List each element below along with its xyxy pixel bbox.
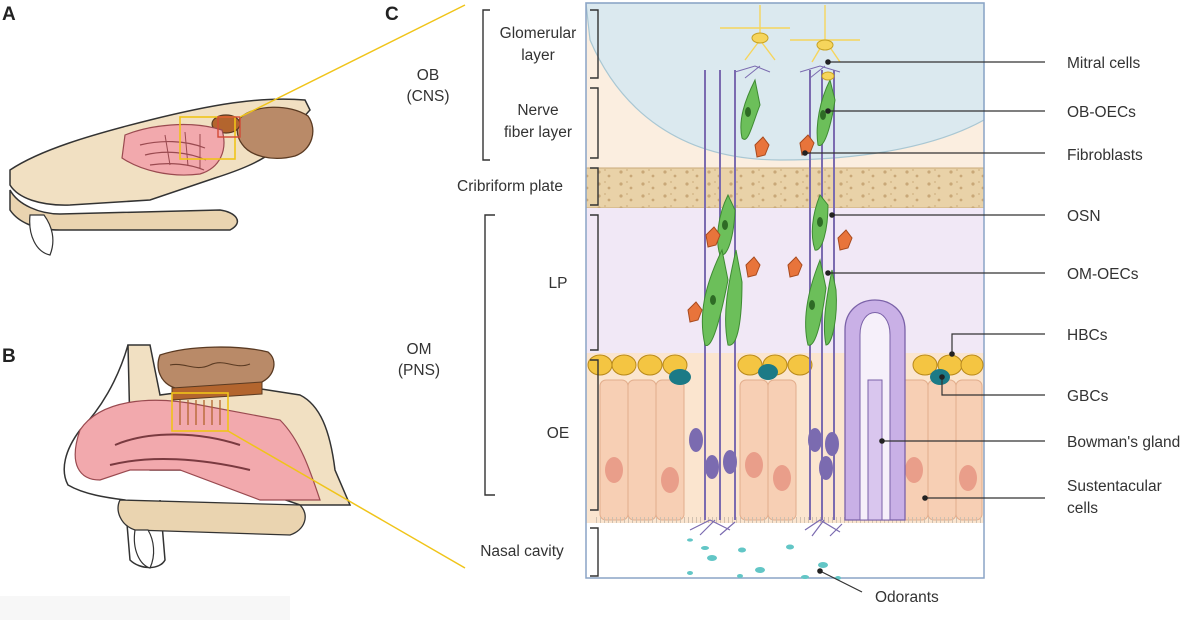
label-cribriform: Cribriform plate xyxy=(457,178,563,195)
label-mitral-cells: Mitral cells xyxy=(1067,55,1140,72)
label-ob-2: (CNS) xyxy=(406,88,449,105)
label-glomerular-2: layer xyxy=(521,47,555,64)
faded-strip xyxy=(0,596,290,620)
label-ob-1: OB xyxy=(417,67,439,84)
label-odorants: Odorants xyxy=(875,589,939,606)
panel-b: B xyxy=(0,344,352,620)
label-om-2: (PNS) xyxy=(398,362,440,379)
label-sustentacular-2: cells xyxy=(1067,500,1098,517)
label-hbcs: HBCs xyxy=(1067,327,1108,344)
panel-a: A xyxy=(2,4,314,256)
label-bowmans-gland: Bowman's gland xyxy=(1067,434,1180,451)
left-labels: Glomerular layer OB (CNS) Nerve fiber la… xyxy=(398,25,576,560)
left-brackets xyxy=(482,9,599,577)
label-om-oecs: OM-OECs xyxy=(1067,266,1139,283)
label-osn: OSN xyxy=(1067,208,1101,225)
leader-lines xyxy=(805,61,1045,593)
panel-a-letter: A xyxy=(2,4,16,25)
sagittal-head-sketch xyxy=(9,98,314,256)
label-nerve-fiber-2: fiber layer xyxy=(504,124,572,141)
tissue-section xyxy=(585,2,985,580)
label-sustentacular-1: Sustentacular xyxy=(1067,478,1162,495)
label-fibroblasts: Fibroblasts xyxy=(1067,147,1143,164)
label-gbcs: GBCs xyxy=(1067,388,1109,405)
label-nerve-fiber-1: Nerve xyxy=(517,102,558,119)
label-oe: OE xyxy=(547,425,569,442)
human-nasal-sketch xyxy=(63,344,352,569)
label-nasal-cavity: Nasal cavity xyxy=(480,543,564,560)
zoom-line-bottom xyxy=(227,430,466,569)
label-ob-oecs: OB-OECs xyxy=(1067,104,1136,121)
right-labels: Mitral cells OB-OECs Fibroblasts OSN OM-… xyxy=(875,55,1180,606)
panel-c-letter: C xyxy=(385,4,399,25)
label-om-1: OM xyxy=(407,341,432,358)
panel-b-letter: B xyxy=(2,346,16,367)
zoom-line-top xyxy=(239,4,466,118)
label-glomerular-1: Glomerular xyxy=(500,25,577,42)
label-lp: LP xyxy=(549,275,568,292)
